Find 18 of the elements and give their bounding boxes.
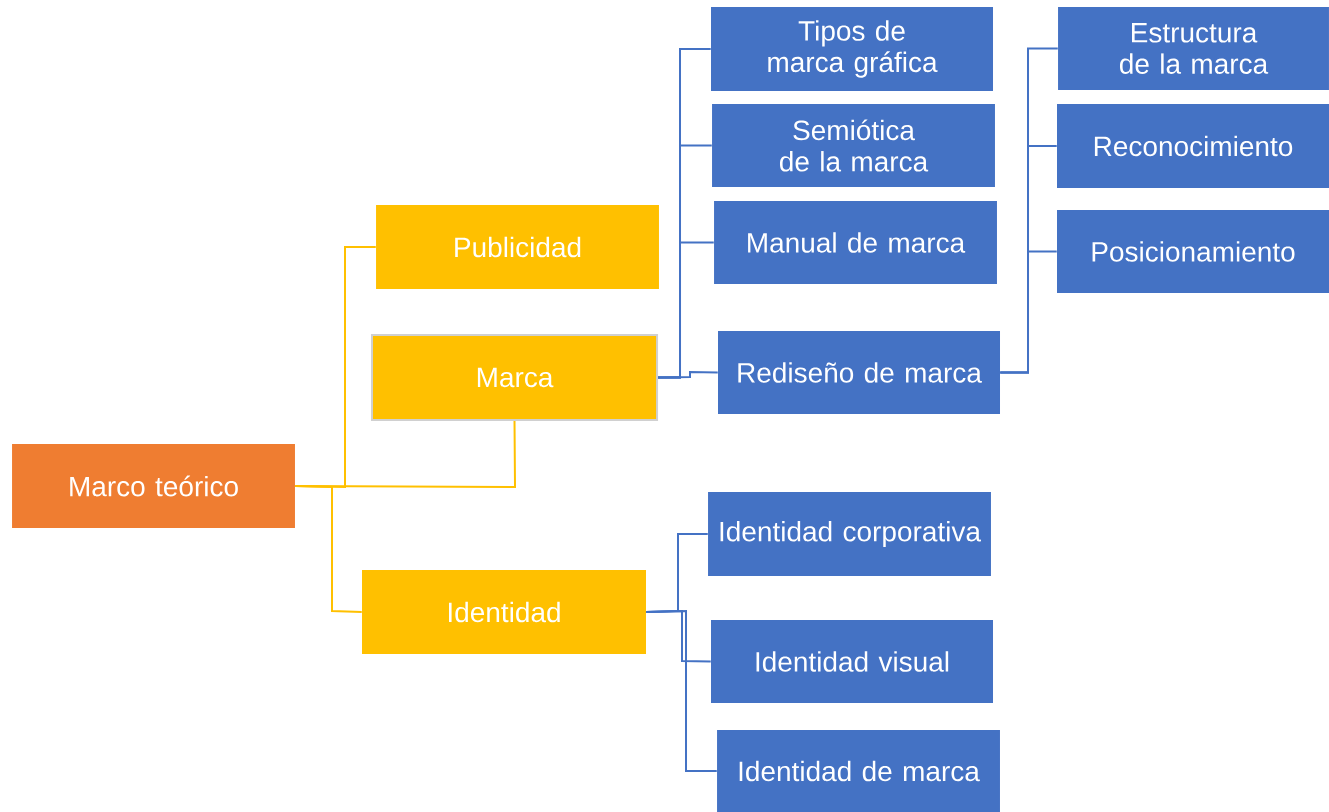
topic-box: Publicidad: [376, 205, 659, 289]
subtopic-box: Tipos de marca gráfica: [711, 7, 993, 91]
topic-box: Marca: [370, 333, 659, 422]
subtopic-box: Semiótica de la marca: [712, 104, 995, 187]
connector: [645, 609, 718, 772]
connector: [999, 250, 1058, 374]
connector: [657, 370, 719, 379]
subtopic-box: Identidad corporativa: [708, 492, 991, 576]
subtopic-box: Posicionamiento: [1057, 210, 1329, 293]
topic-box: Identidad: [362, 570, 646, 654]
subtopic-box: Identidad visual: [711, 620, 993, 703]
subtopic-box: Reconocimiento: [1057, 104, 1329, 188]
subtopic-box: Manual de marca: [714, 201, 997, 284]
connector: [294, 485, 363, 613]
subtopic-box: Rediseño de marca: [718, 331, 1000, 414]
subtopic-box: Estructura de la marca: [1058, 7, 1329, 90]
subtopic-box: Identidad de marca: [717, 730, 1000, 812]
root-box: Marco teórico: [12, 444, 295, 528]
